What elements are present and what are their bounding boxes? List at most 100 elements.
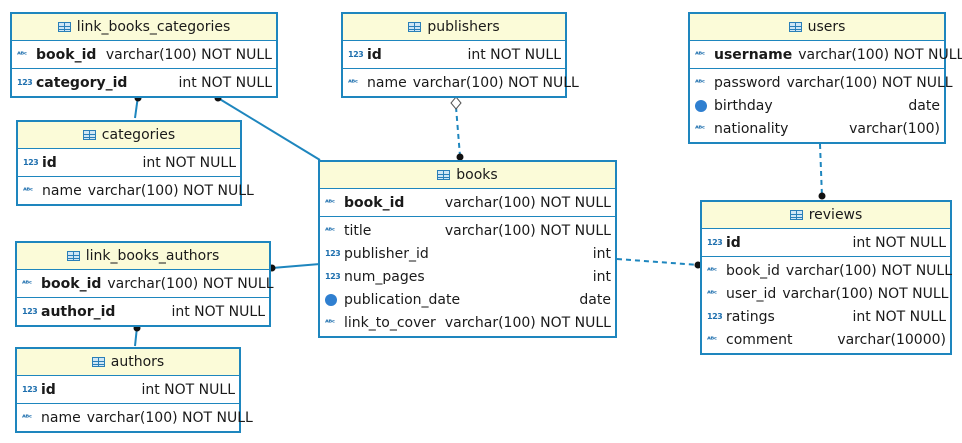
- column-name: num_pages: [344, 268, 425, 285]
- number-type-icon: 123: [325, 271, 341, 281]
- column-name: comment: [726, 331, 793, 348]
- reviews-book-end: [694, 261, 702, 269]
- column-type: int NOT NULL: [142, 154, 236, 171]
- string-type-icon: ᴬᴮᶜ: [348, 77, 358, 87]
- table-icon: [91, 357, 105, 367]
- table-icon: [66, 251, 80, 261]
- table-title: publishers: [427, 19, 500, 35]
- table-title: categories: [101, 127, 176, 143]
- column-type: varchar(100) NOT NULL: [782, 285, 949, 302]
- column-type: varchar(100): [849, 120, 940, 137]
- string-type-icon: ᴬᴮᶜ: [325, 317, 335, 327]
- table-header[interactable]: books: [320, 162, 615, 189]
- column-name: username: [714, 46, 793, 63]
- table-icon: [789, 210, 803, 220]
- table-title: books: [456, 167, 498, 183]
- link-books-categories-line: [217, 97, 321, 161]
- string-type-icon: ᴬᴮᶜ: [695, 123, 705, 133]
- column-name: name: [42, 182, 82, 199]
- table-header[interactable]: publishers: [343, 14, 565, 41]
- column-type: varchar(100) NOT NULL: [412, 74, 579, 91]
- table-title: link_books_categories: [76, 19, 231, 35]
- table-header[interactable]: link_books_authors: [17, 243, 269, 270]
- table-header[interactable]: link_books_categories: [12, 14, 276, 41]
- column-type: date: [579, 291, 611, 308]
- column-type: int NOT NULL: [141, 381, 235, 398]
- column-type: varchar(100) NOT NULL: [444, 222, 611, 239]
- table-header[interactable]: users: [690, 14, 944, 41]
- date-type-icon: [695, 99, 707, 112]
- column-type: varchar(100) NOT NULL: [105, 46, 272, 63]
- column-type: varchar(100) NOT NULL: [86, 409, 253, 426]
- column-name: id: [41, 381, 56, 398]
- column-type: varchar(100) NOT NULL: [785, 262, 953, 279]
- string-type-icon: ᴬᴮᶜ: [695, 77, 705, 87]
- column-name: book_id: [726, 262, 780, 279]
- table-header[interactable]: categories: [18, 122, 240, 149]
- column-name: link_to_cover: [344, 314, 436, 331]
- column-type: varchar(100) NOT NULL: [786, 74, 953, 91]
- reviews-user-end: [818, 192, 826, 200]
- date-type-icon: [325, 293, 337, 306]
- column-type: int NOT NULL: [178, 74, 272, 91]
- table-icon: [437, 170, 451, 180]
- column-name: book_id: [36, 46, 97, 63]
- column-type: date: [908, 97, 940, 114]
- users-reviews-line: [819, 143, 823, 198]
- table-title: reviews: [808, 207, 863, 223]
- table-header[interactable]: reviews: [702, 202, 950, 229]
- column-type: varchar(100) NOT NULL: [87, 182, 254, 199]
- column-type: int NOT NULL: [852, 234, 946, 251]
- column-type: varchar(100) NOT NULL: [798, 46, 962, 63]
- column-type: int NOT NULL: [467, 46, 561, 63]
- publisher-books-line: [455, 106, 461, 157]
- table-header[interactable]: authors: [17, 349, 239, 376]
- number-type-fk-icon: 123: [325, 248, 341, 258]
- column-type: varchar(100) NOT NULL: [107, 275, 274, 292]
- number-type-key-icon: 123: [707, 237, 723, 247]
